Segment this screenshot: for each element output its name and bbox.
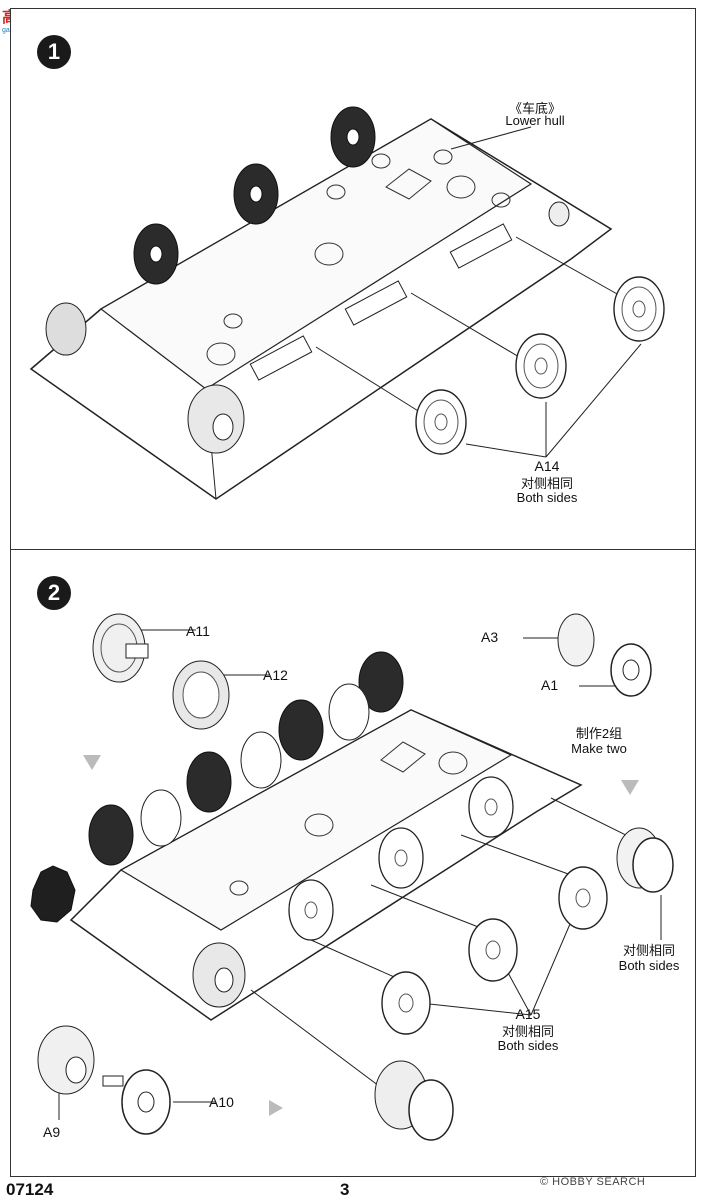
make-two-en: Make two <box>571 741 627 756</box>
step1-badge: 1 <box>37 35 71 69</box>
step2-badge: 2 <box>37 576 71 610</box>
a15-both-sides-cn: 对侧相同 <box>501 1024 555 1039</box>
part-a10-label: A10 <box>209 1094 234 1110</box>
right-both-sides-en: Both sides <box>618 958 680 973</box>
a14-both-sides-cn: 对侧相同 <box>520 476 574 491</box>
step1-panel: 1 <box>10 8 696 550</box>
right-both-sides-cn: 对侧相同 <box>622 943 676 958</box>
a15-both-sides-en: Both sides <box>497 1038 559 1053</box>
part-a9-label: A9 <box>43 1124 61 1140</box>
part-a12-label: A12 <box>263 667 288 683</box>
a14-both-sides-en: Both sides <box>516 490 578 505</box>
hobby-search-watermark: © HOBBY SEARCH <box>540 1176 646 1188</box>
lower-hull-label-cn: 《车底》 <box>508 101 562 116</box>
part-a1-label: A1 <box>541 677 559 693</box>
step2-running-gear-illustration <box>30 613 674 1141</box>
part-a11-label: A11 <box>186 623 210 639</box>
page-number: 3 <box>340 1180 350 1199</box>
product-code: 07124 <box>6 1180 54 1199</box>
make-two-cn: 制作2组 <box>575 726 623 741</box>
step1-lower-hull-illustration <box>29 106 665 500</box>
part-a14-label: A14 <box>534 458 560 474</box>
step2-panel: 2 <box>10 549 696 1177</box>
part-a3-label: A3 <box>481 629 499 645</box>
lower-hull-label-en: Lower hull <box>505 113 565 128</box>
part-a15-label: A15 <box>515 1006 541 1022</box>
